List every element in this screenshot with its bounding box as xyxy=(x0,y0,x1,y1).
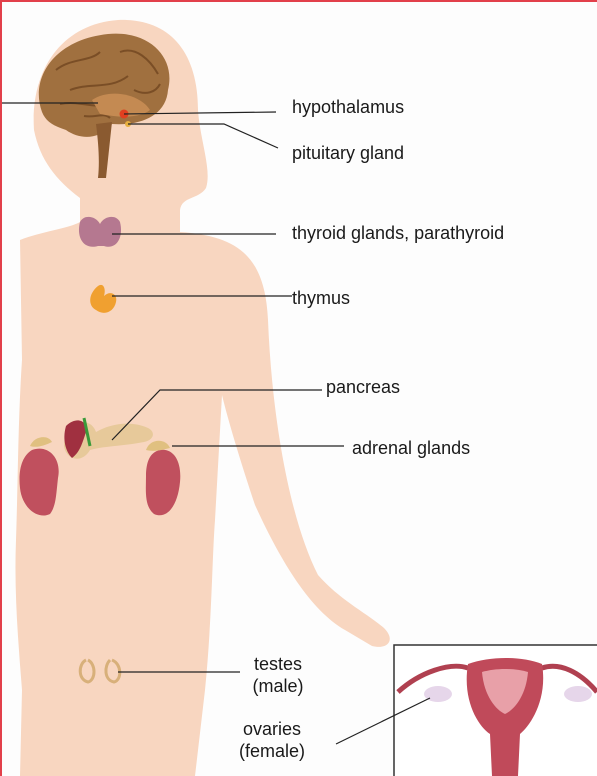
thyroid-label: thyroid glands, parathyroid xyxy=(292,222,504,244)
testes-label-line2: (male) xyxy=(238,675,318,697)
ovaries-label-line2: (female) xyxy=(222,740,322,762)
adrenal-glands-label: adrenal glands xyxy=(352,437,470,459)
ovaries-label: ovaries (female) xyxy=(222,718,322,762)
thymus-label: thymus xyxy=(292,287,350,309)
hypothalamus-label: hypothalamus xyxy=(292,96,404,118)
testes-label-line1: testes xyxy=(238,653,318,675)
ovaries-label-line1: ovaries xyxy=(222,718,322,740)
pancreas-label: pancreas xyxy=(326,376,400,398)
testes-label: testes (male) xyxy=(238,653,318,697)
pituitary-gland-label: pituitary gland xyxy=(292,142,404,164)
ovaries-inset xyxy=(394,645,597,776)
